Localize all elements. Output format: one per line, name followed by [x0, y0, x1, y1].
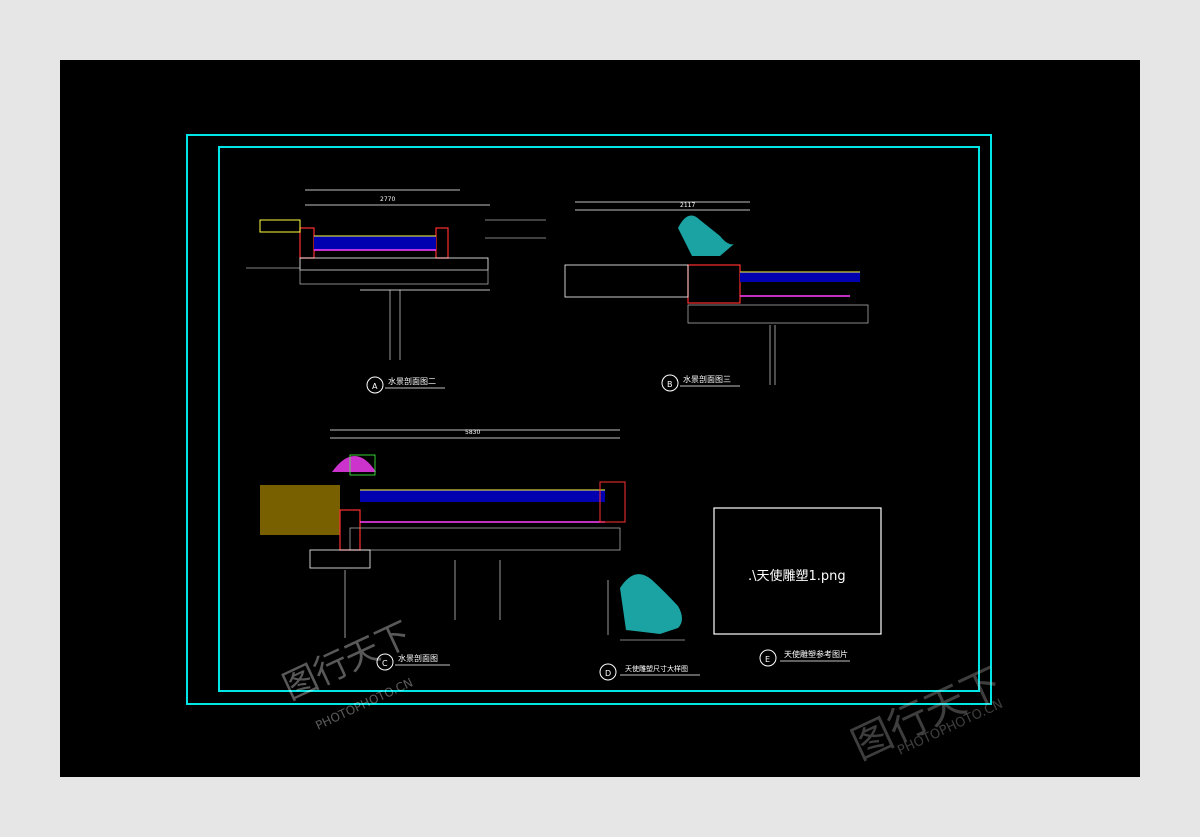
outer-frame	[186, 134, 992, 705]
detail-d-mark: D	[605, 669, 611, 678]
detail-e-mark: E	[765, 655, 770, 664]
detail-a-marker	[366, 376, 384, 394]
detail-e-title: 天使雕塑参考图片	[784, 649, 848, 659]
detail-a-section: 2770 A 水景剖面图二	[246, 189, 546, 394]
cad-drawing: 2770 A 水景剖面图二 2117 B 水景剖面图三	[186, 134, 992, 733]
detail-d-marker	[599, 663, 617, 681]
dim-c-top: 5830	[465, 429, 480, 436]
dim-b-top: 2117	[680, 202, 695, 209]
detail-c-title: 水景剖面图	[398, 653, 438, 663]
detail-e-marker	[759, 649, 777, 667]
detail-a-title: 水景剖面图二	[388, 376, 436, 386]
flower-planter-icon	[332, 456, 376, 472]
detail-a-mark: A	[372, 382, 378, 391]
watermark-overlay: 图行天下 PHOTOPHOTO.CN	[850, 660, 1009, 769]
angel-sculpture-icon	[678, 215, 734, 256]
detail-c-marker	[376, 653, 394, 671]
detail-b-title: 水景剖面图三	[683, 374, 731, 384]
cad-drawing-canvas: 2770 A 水景剖面图二 2117 B 水景剖面图三	[60, 60, 1140, 777]
detail-e-section: .\天使雕塑1.png E 天使雕塑参考图片	[713, 507, 882, 667]
image-placeholder-frame	[713, 507, 882, 635]
inner-frame	[218, 146, 980, 692]
angel-sculpture-icon	[620, 574, 682, 634]
detail-c-mark: C	[382, 659, 388, 668]
detail-b-mark: B	[667, 380, 673, 389]
detail-d-title: 天使雕塑尺寸大样图	[625, 664, 688, 673]
detail-b-section: 2117 B 水景剖面图三	[564, 201, 869, 392]
detail-d-section: D 天使雕塑尺寸大样图	[599, 574, 700, 681]
dim-a-top: 2770	[380, 196, 395, 203]
detail-b-marker	[661, 374, 679, 392]
image-placeholder-label: .\天使雕塑1.png	[748, 568, 846, 584]
detail-c-section: 5830 C 水景剖面图	[260, 429, 626, 671]
